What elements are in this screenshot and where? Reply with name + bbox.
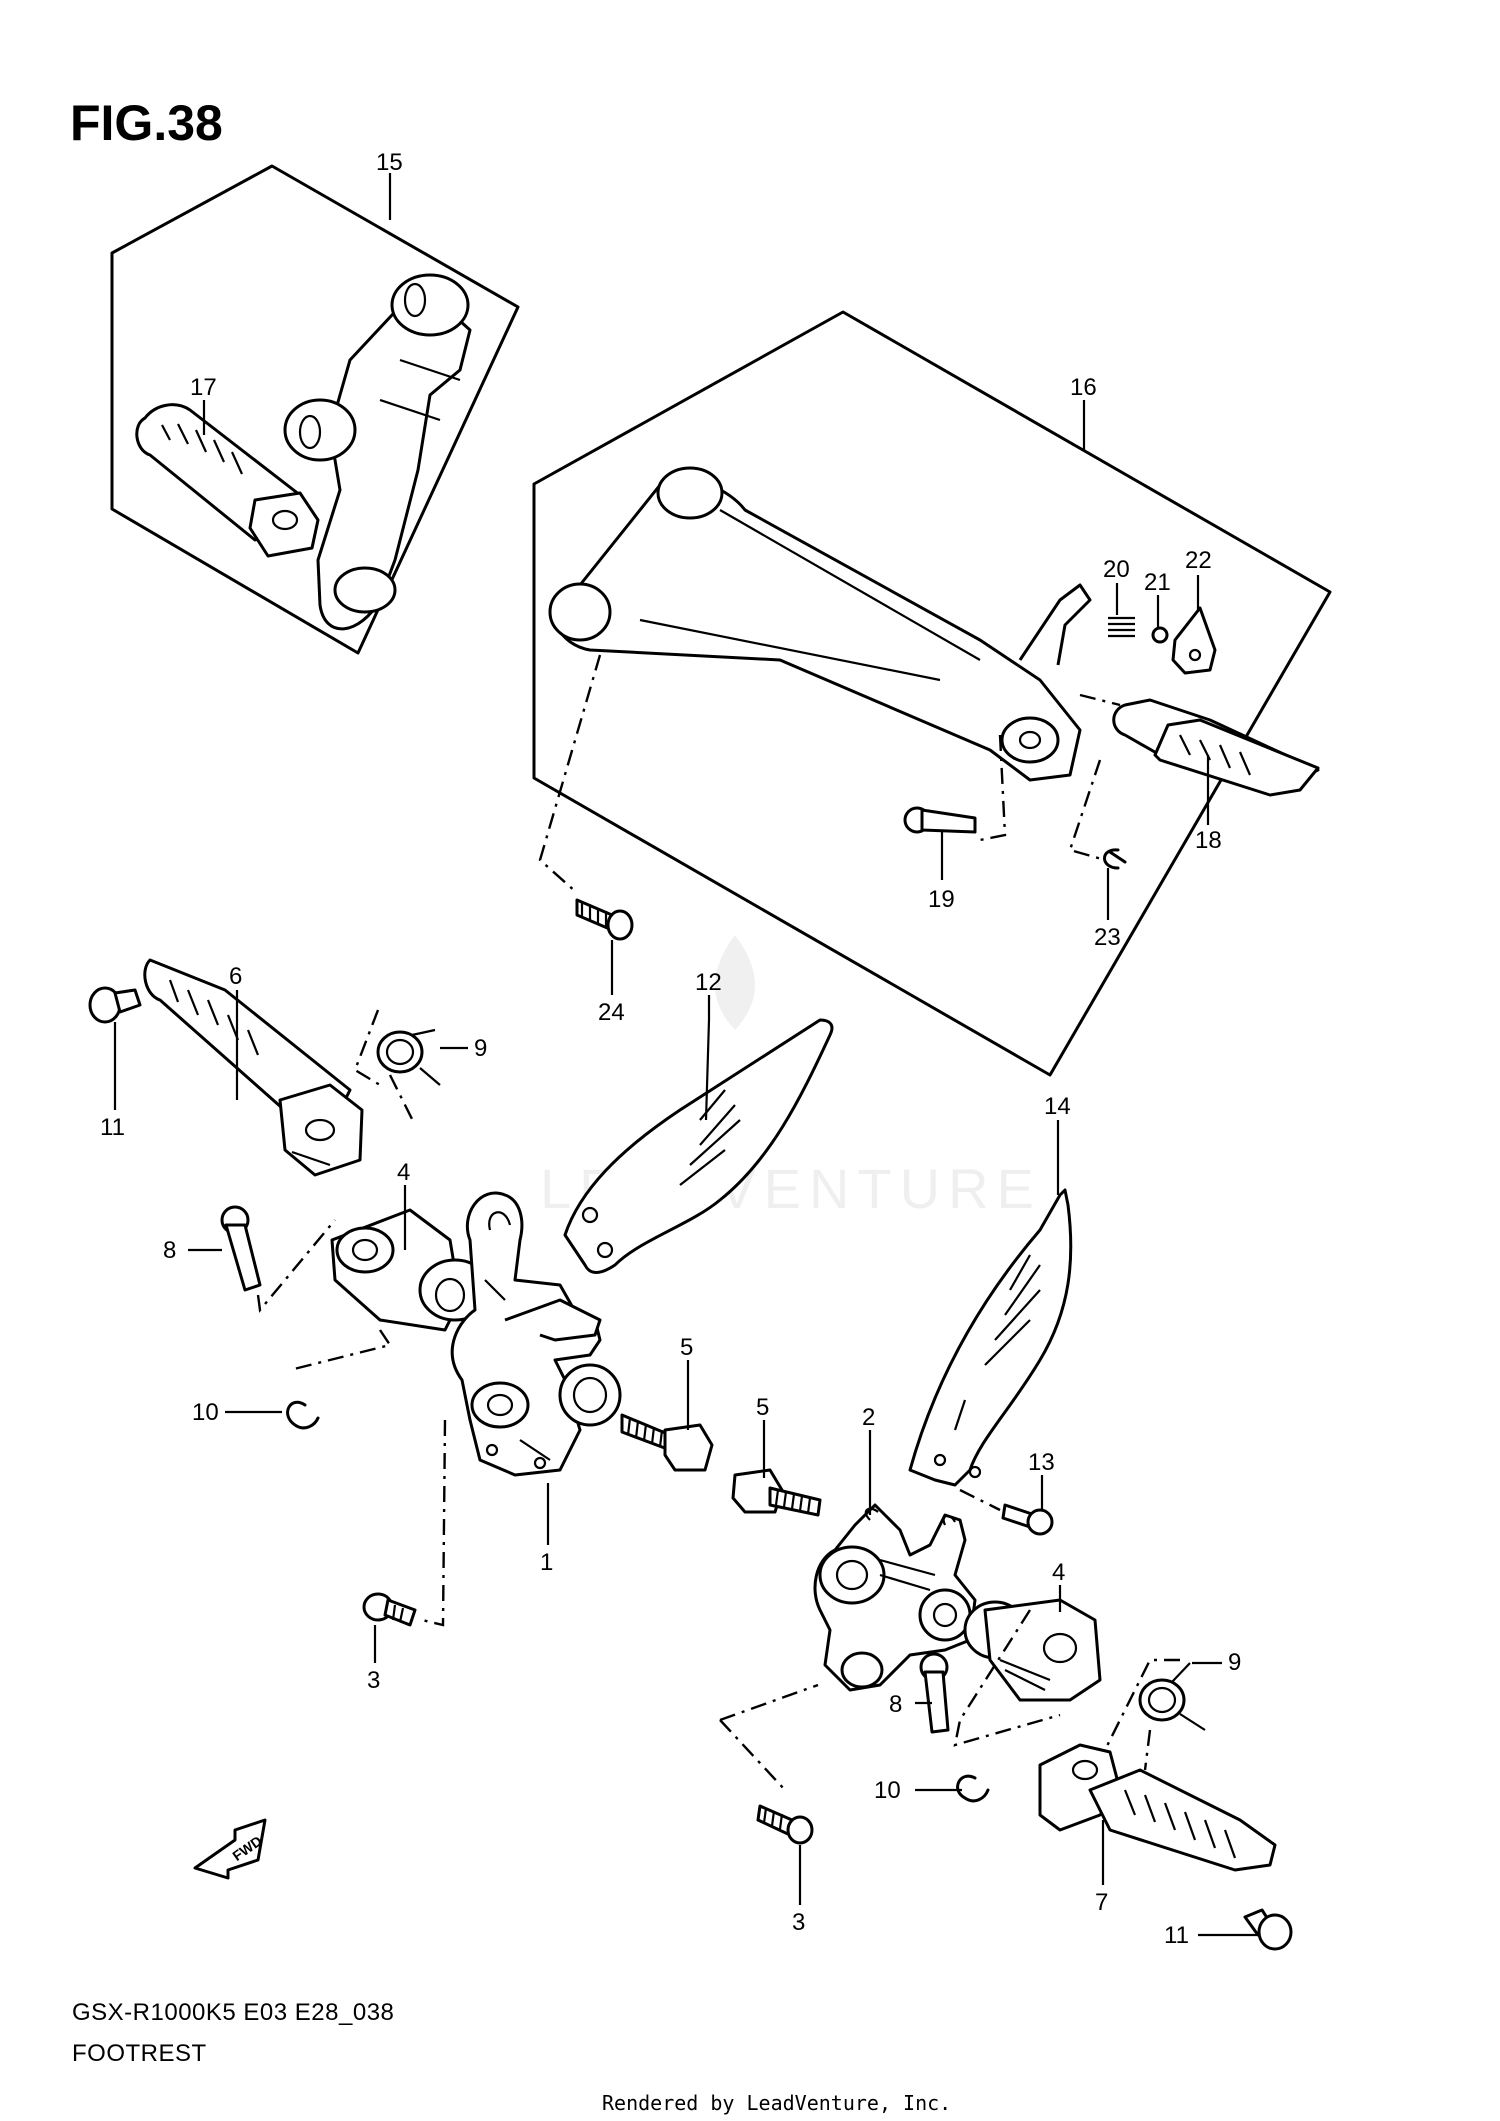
main-bracket-part-1[interactable] <box>450 1191 622 1477</box>
callout-18: 18 <box>1195 827 1222 854</box>
leader-12 <box>704 995 711 1121</box>
bracket-part-2[interactable] <box>813 1503 977 1692</box>
callout-15: 15 <box>376 149 403 176</box>
callout-12: 12 <box>695 969 722 996</box>
callout-13: 13 <box>1028 1449 1055 1476</box>
clip-part-10-right[interactable] <box>956 1774 990 1803</box>
pivot-part-4-left[interactable] <box>330 1208 492 1332</box>
bolt-part-11-right[interactable] <box>1243 1908 1293 1951</box>
pivot-part-4-right[interactable] <box>963 1598 1102 1702</box>
assembly-box-16 <box>532 310 1332 1077</box>
bolt-part-3-left[interactable] <box>362 1592 417 1627</box>
callout-17: 17 <box>190 374 217 401</box>
bolt-part-3-right[interactable] <box>756 1804 814 1845</box>
callout-1: 1 <box>540 1549 553 1576</box>
callout-10-right: 10 <box>874 1777 901 1804</box>
dash-leader-18 <box>1068 693 1121 862</box>
footpeg-part-18[interactable] <box>1112 698 1320 797</box>
footpeg-part-17[interactable] <box>135 403 320 558</box>
plate-part-22[interactable] <box>1171 606 1217 675</box>
dash-leader-9-right <box>1103 1658 1180 1771</box>
bolt-part-24[interactable] <box>575 898 634 941</box>
callout-5-left: 5 <box>680 1334 693 1361</box>
callout-21: 21 <box>1144 569 1171 596</box>
bolt-part-11-left[interactable] <box>88 986 142 1024</box>
heel-guard-part-12[interactable] <box>563 1018 834 1274</box>
dash-leader-24 <box>538 654 602 893</box>
pin-part-19[interactable] <box>903 806 977 834</box>
footpeg-part-7[interactable] <box>1038 1743 1277 1872</box>
model-code: GSX-R1000K5 E03 E28_038 <box>72 1999 394 2026</box>
callout-8-left: 8 <box>163 1237 176 1264</box>
bolt-part-5-left[interactable] <box>620 1413 714 1472</box>
callout-19: 19 <box>928 886 955 913</box>
clip-part-10-left[interactable] <box>286 1401 320 1430</box>
figure-title: FIG.38 <box>70 95 223 151</box>
section-name: FOOTREST <box>72 2040 207 2067</box>
pin-part-8-left[interactable] <box>220 1205 262 1292</box>
callout-2: 2 <box>862 1404 875 1431</box>
spring-part-9-left[interactable] <box>376 1028 441 1086</box>
callout-16: 16 <box>1070 374 1097 401</box>
pin-part-8-right[interactable] <box>919 1652 950 1734</box>
dash-leader-13 <box>959 1488 1001 1512</box>
callout-23: 23 <box>1094 924 1121 951</box>
clip-part-23[interactable] <box>1103 848 1127 870</box>
rear-bracket-16[interactable] <box>548 466 1092 782</box>
callout-22: 22 <box>1185 547 1212 574</box>
dash-leader-8-left <box>256 1219 392 1372</box>
callout-6: 6 <box>229 963 242 990</box>
callout-4-right: 4 <box>1052 1559 1065 1586</box>
callout-11-right: 11 <box>1164 1922 1189 1949</box>
callout-9-left: 9 <box>474 1035 487 1062</box>
callout-9-right: 9 <box>1228 1649 1241 1676</box>
heel-guard-part-14[interactable] <box>908 1188 1073 1487</box>
rendered-by-credit: Rendered by LeadVenture, Inc. <box>602 2091 951 2115</box>
dash-leader-1 <box>421 1419 447 1627</box>
callout-3-right: 3 <box>792 1909 805 1936</box>
spring-part-20[interactable] <box>1108 616 1135 638</box>
bracket-assembly-15[interactable] <box>283 273 472 631</box>
assembly-box-15 <box>110 164 520 655</box>
bolt-part-13[interactable] <box>1001 1503 1054 1536</box>
callout-20: 20 <box>1103 556 1130 583</box>
callout-14: 14 <box>1044 1093 1071 1120</box>
callout-11-left: 11 <box>100 1114 125 1141</box>
callout-24: 24 <box>598 999 625 1026</box>
fwd-arrow-icon: FWD <box>193 1818 267 1880</box>
bolt-part-5-right[interactable] <box>731 1468 822 1517</box>
callout-8-right: 8 <box>889 1691 902 1718</box>
dash-leader-19 <box>979 734 1007 842</box>
callout-4-left: 4 <box>397 1159 410 1186</box>
callout-7: 7 <box>1095 1889 1108 1916</box>
dash-leader-8-right <box>719 1609 1061 1791</box>
spring-part-9-right[interactable] <box>1138 1662 1206 1731</box>
footpeg-part-6[interactable] <box>143 958 364 1177</box>
callout-3-left: 3 <box>367 1667 380 1694</box>
callout-5-right: 5 <box>756 1394 769 1421</box>
dash-leader-9-left <box>353 1009 417 1126</box>
watermark-flame-icon <box>715 935 755 1030</box>
callout-10-left: 10 <box>192 1399 219 1426</box>
ball-part-21[interactable] <box>1151 626 1169 644</box>
